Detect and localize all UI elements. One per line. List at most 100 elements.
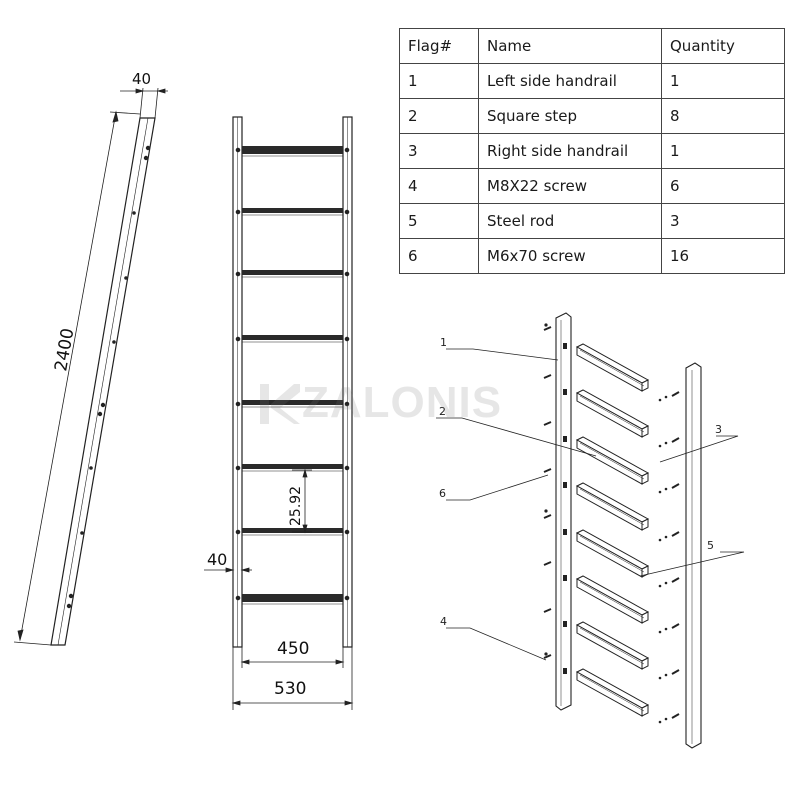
- table-row: 2 Square step 8: [399, 98, 785, 134]
- step-bracket: [563, 621, 567, 627]
- washer: [658, 630, 662, 634]
- front-bolt: [235, 401, 241, 407]
- dim-rail-width-label: 40: [132, 70, 151, 88]
- front-step: [242, 335, 343, 340]
- dim-side-width: [204, 567, 252, 573]
- step-end-face: [641, 472, 649, 485]
- table-row: 1 Left side handrail 1: [399, 63, 785, 99]
- step-bracket: [563, 575, 567, 581]
- square-step: [563, 343, 650, 392]
- callout-1: 1: [440, 336, 447, 349]
- step-edge: [579, 674, 645, 712]
- step-end-face: [641, 425, 649, 438]
- front-bolt: [235, 529, 241, 535]
- washer: [658, 538, 662, 542]
- screw-head: [544, 323, 548, 327]
- table-row: 4 M8X22 screw 6: [399, 168, 785, 204]
- callout-leaders: [436, 348, 745, 661]
- screw: [671, 483, 680, 489]
- step-edge: [579, 581, 645, 619]
- header-name: Name: [478, 28, 662, 64]
- washer: [664, 581, 668, 585]
- front-bolt: [235, 209, 241, 215]
- table-row: 3 Right side handrail 1: [399, 133, 785, 169]
- step-top-face: [575, 482, 650, 523]
- exploded-right-handrail: [685, 362, 702, 749]
- step-bracket: [563, 389, 567, 395]
- front-bolt: [344, 465, 350, 471]
- screw-head: [544, 652, 548, 656]
- watermark-logo: ZALONIS: [258, 374, 558, 434]
- cell-flag: 6: [399, 238, 479, 274]
- cell-quantity: 3: [661, 203, 785, 239]
- washer: [658, 720, 662, 724]
- front-view-ladder: [232, 116, 353, 648]
- callout-4: 4: [440, 615, 447, 628]
- cell-name: Left side handrail: [478, 63, 662, 99]
- dim-step-spacing: [292, 468, 312, 534]
- side-view-rail: [50, 117, 156, 646]
- dim-rail-width: [120, 87, 168, 119]
- step-top-face: [575, 575, 650, 616]
- washer: [658, 444, 662, 448]
- dim-side-width-label: 40: [207, 550, 227, 569]
- screw: [543, 514, 552, 519]
- front-bolt: [344, 271, 350, 277]
- washer: [664, 487, 668, 491]
- step-edge: [579, 535, 645, 573]
- screw: [543, 468, 552, 473]
- table-row: 6 M6x70 screw 16: [399, 238, 785, 274]
- parts-table: Flag# Name Quantity 1 Left side handrail…: [399, 28, 785, 274]
- screw: [671, 391, 680, 397]
- square-step: [563, 436, 650, 485]
- cell-flag: 2: [399, 98, 479, 134]
- front-bolt: [344, 147, 350, 153]
- screw: [671, 437, 680, 443]
- cell-flag: 1: [399, 63, 479, 99]
- screw: [543, 326, 552, 331]
- table-row: 5 Steel rod 3: [399, 203, 785, 239]
- front-step: [242, 594, 343, 602]
- square-step: [563, 389, 650, 438]
- front-step: [242, 528, 343, 533]
- dim-outer-width-label: 530: [274, 679, 306, 699]
- washer: [664, 673, 668, 677]
- washer: [664, 627, 668, 631]
- washer: [658, 398, 662, 402]
- washer: [664, 717, 668, 721]
- exploded-hardware: [543, 323, 680, 724]
- cell-flag: 4: [399, 168, 479, 204]
- step-bracket: [563, 529, 567, 535]
- step-top-face: [575, 343, 650, 384]
- callout-2: 2: [439, 405, 446, 418]
- screw: [543, 561, 552, 566]
- callout-3: 3: [715, 423, 722, 436]
- callout-5: 5: [707, 539, 714, 552]
- callout-6: 6: [439, 487, 446, 500]
- front-step: [242, 146, 343, 154]
- washer: [658, 490, 662, 494]
- front-step: [242, 400, 343, 405]
- cell-name: Square step: [478, 98, 662, 134]
- dim-outer-width: [231, 647, 354, 710]
- screw: [671, 577, 680, 583]
- front-bolt: [344, 529, 350, 535]
- step-edge: [579, 395, 645, 433]
- dim-inner-width-label: 450: [277, 639, 309, 659]
- cell-quantity: 1: [661, 63, 785, 99]
- front-step: [242, 464, 343, 469]
- step-edge: [579, 488, 645, 526]
- screw: [671, 531, 680, 537]
- square-step: [563, 575, 650, 624]
- front-bolt: [344, 209, 350, 215]
- cell-quantity: 16: [661, 238, 785, 274]
- step-end-face: [641, 704, 649, 717]
- step-top-face: [575, 621, 650, 662]
- side-view-holes: [66, 145, 151, 609]
- parts-table-header: Flag# Name Quantity: [399, 28, 785, 64]
- step-edge: [579, 627, 645, 665]
- washer: [658, 584, 662, 588]
- watermark-mark-icon: [260, 384, 300, 424]
- front-step: [242, 208, 343, 213]
